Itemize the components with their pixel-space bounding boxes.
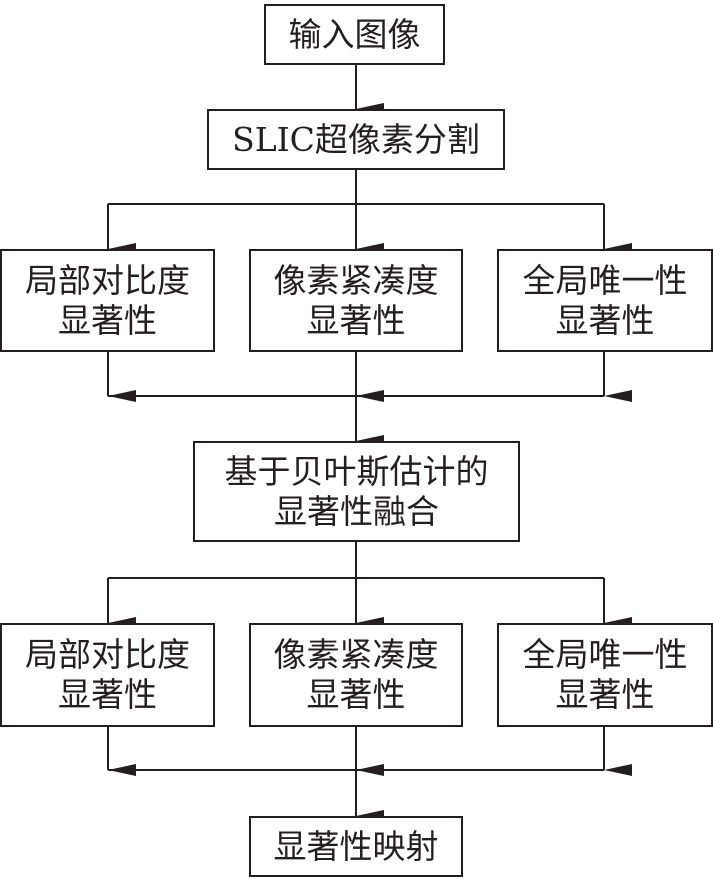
node-label-line-2: 显著性: [555, 675, 655, 714]
node-label-line-1: 像素紧凑度: [273, 635, 439, 674]
node-saliency-map: 显著性映射: [249, 816, 463, 877]
node-stage1-local-contrast: 局部对比度显著性: [0, 249, 215, 352]
node-stage2-local-contrast: 局部对比度显著性: [0, 623, 215, 727]
node-label: 显著性映射: [273, 826, 439, 866]
node-label-line-2: 显著性: [58, 300, 157, 340]
node-label-line-1: 局部对比度: [25, 635, 190, 674]
node-bayesian-fusion: 基于贝叶斯估计的显著性融合: [193, 441, 520, 542]
node-label-line-1: 像素紧凑度: [273, 260, 439, 300]
node-stage1-pixel-compactness: 像素紧凑度显著性: [249, 249, 463, 352]
node-label-line-2: 显著性: [306, 300, 406, 340]
node-label-line-2: 显著性: [306, 675, 406, 714]
node-input-image: 输入图像: [264, 4, 445, 65]
node-label-line-1: 局部对比度: [25, 260, 190, 300]
node-slic-segmentation: SLIC超像素分割: [207, 109, 505, 170]
node-label-line-2: 显著性: [555, 300, 655, 340]
node-label-line-1: 基于贝叶斯估计的: [224, 451, 489, 491]
node-stage2-global-uniqueness: 全局唯一性显著性: [497, 623, 713, 727]
node-label: SLIC超像素分割: [232, 119, 480, 159]
node-label-line-1: 全局唯一性: [522, 260, 688, 300]
node-stage1-global-uniqueness: 全局唯一性显著性: [497, 249, 713, 352]
node-label-line-1: 全局唯一性: [522, 635, 688, 674]
node-label-line-2: 显著性: [58, 675, 157, 714]
node-label-line-2: 显著性融合: [274, 491, 439, 531]
node-stage2-pixel-compactness: 像素紧凑度显著性: [249, 623, 463, 727]
node-label: 输入图像: [288, 14, 421, 54]
